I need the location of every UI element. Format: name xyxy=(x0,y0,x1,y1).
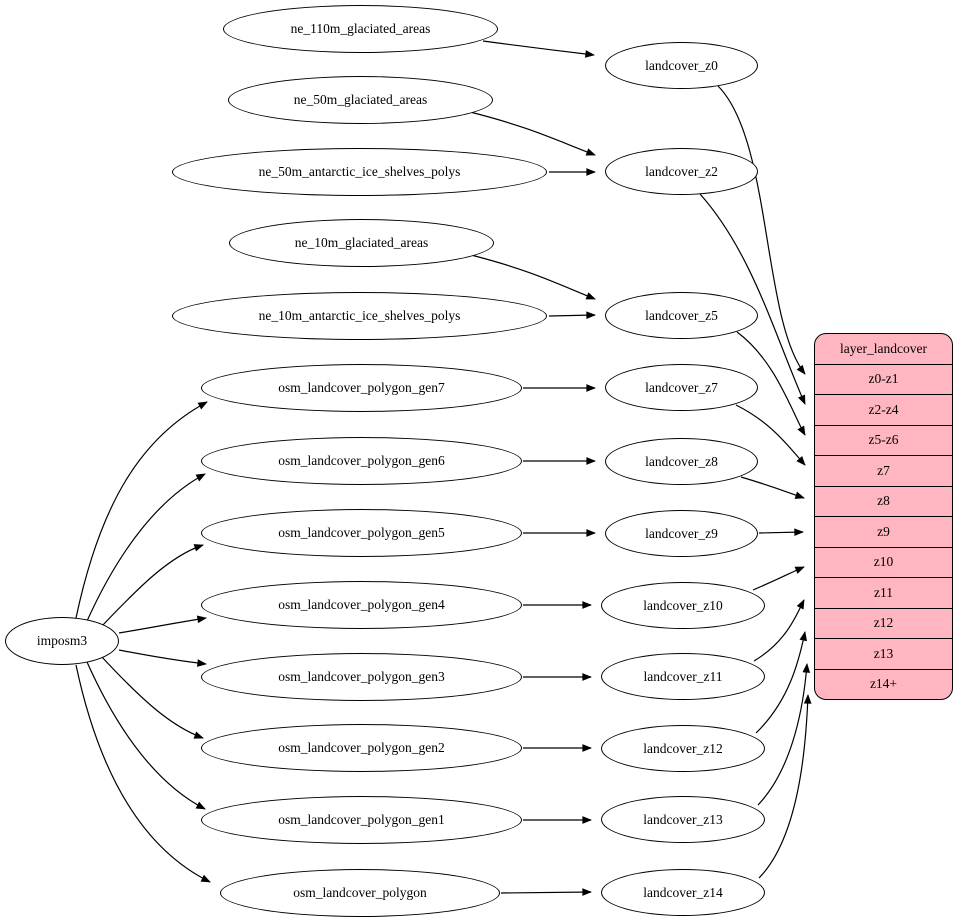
edge-z9-to-row-z9 xyxy=(758,528,804,537)
record-row-z5-z6: z5-z6 xyxy=(815,424,952,456)
edge-ne50m-glac-to-z2 xyxy=(469,111,596,156)
record-row-z9: z9 xyxy=(815,516,952,547)
record-row-z12: z12 xyxy=(815,607,952,639)
node-ne-10m-antarctic-ice-shelves-polys: ne_10m_antarctic_ice_shelves_polys xyxy=(172,292,547,340)
node-ne-10m-glaciated-areas: ne_10m_glaciated_areas xyxy=(229,219,494,267)
edge-z7-to-row-z7 xyxy=(735,404,806,466)
edge-imposm3-to-gen4 xyxy=(118,615,207,634)
node-landcover-z12: landcover_z12 xyxy=(601,725,765,772)
record-row-z10: z10 xyxy=(815,546,952,578)
node-landcover-z2: landcover_z2 xyxy=(605,148,758,195)
node-landcover-z11: landcover_z11 xyxy=(601,653,765,700)
edge-z8-to-row-z8 xyxy=(740,476,805,499)
edge-z0-to-row-z0-z1 xyxy=(717,85,806,375)
edge-imposm3-to-gen5 xyxy=(100,544,204,628)
edge-z13-to-row-z13 xyxy=(757,663,811,806)
edge-ne10m-ant-to-z5 xyxy=(548,311,596,320)
record-row-z2-z4: z2-z4 xyxy=(815,394,952,425)
node-osm-landcover-polygon-gen1: osm_landcover_polygon_gen1 xyxy=(201,796,522,844)
edge-z2-to-row-z2-z4 xyxy=(699,193,806,405)
edge-imposm3-to-gen3 xyxy=(118,649,207,667)
record-title: layer_landcover xyxy=(840,340,927,356)
record-row-z14plus: z14+ xyxy=(815,668,952,700)
node-landcover-z14: landcover_z14 xyxy=(601,869,765,916)
edge-polygon-to-z14 xyxy=(500,888,592,896)
edge-z10-to-row-z10 xyxy=(752,566,805,591)
node-osm-landcover-polygon-gen4: osm_landcover_polygon_gen4 xyxy=(201,581,522,629)
record-row-z0-z1: z0-z1 xyxy=(815,363,952,395)
record-row-z7: z7 xyxy=(815,455,952,486)
edge-z11-to-row-z11 xyxy=(753,599,805,662)
node-osm-landcover-polygon-gen5: osm_landcover_polygon_gen5 xyxy=(201,509,522,557)
record-row-z8: z8 xyxy=(815,485,952,517)
node-landcover-z9: landcover_z9 xyxy=(605,510,758,557)
node-ne-50m-antarctic-ice-shelves-polys: ne_50m_antarctic_ice_shelves_polys xyxy=(172,148,547,196)
node-ne-110m-glaciated-areas: ne_110m_glaciated_areas xyxy=(223,5,498,53)
record-row-z11: z11 xyxy=(815,577,952,608)
edge-z5-to-row-z5-z6 xyxy=(736,331,806,436)
node-landcover-z5: landcover_z5 xyxy=(605,292,758,339)
node-landcover-z7: landcover_z7 xyxy=(605,364,758,411)
node-layer-landcover: layer_landcover z0-z1 z2-z4 z5-z6 z7 z8 … xyxy=(814,333,953,700)
edge-ne110m-to-z0 xyxy=(482,40,595,58)
edge-ne10m-glac-to-z5 xyxy=(470,254,596,300)
edge-imposm3-to-gen6 xyxy=(86,473,206,622)
node-osm-landcover-polygon-gen3: osm_landcover_polygon_gen3 xyxy=(201,653,522,701)
edge-imposm3-to-polygon xyxy=(75,664,211,883)
node-landcover-z0: landcover_z0 xyxy=(605,42,758,89)
edge-imposm3-to-gen7 xyxy=(75,401,208,619)
edge-imposm3-to-gen2 xyxy=(100,655,204,739)
node-landcover-z8: landcover_z8 xyxy=(605,438,758,485)
node-landcover-z13: landcover_z13 xyxy=(601,796,765,843)
edge-z14-to-row-z14plus xyxy=(758,694,812,879)
record-row-z13: z13 xyxy=(815,638,952,669)
node-osm-landcover-polygon-gen6: osm_landcover_polygon_gen6 xyxy=(201,437,522,485)
node-osm-landcover-polygon-gen2: osm_landcover_polygon_gen2 xyxy=(201,724,522,772)
node-landcover-z10: landcover_z10 xyxy=(601,582,765,629)
node-osm-landcover-polygon-gen7: osm_landcover_polygon_gen7 xyxy=(201,364,522,412)
node-imposm3: imposm3 xyxy=(5,617,119,665)
node-ne-50m-glaciated-areas: ne_50m_glaciated_areas xyxy=(228,76,493,124)
node-osm-landcover-polygon: osm_landcover_polygon xyxy=(220,869,500,917)
edge-imposm3-to-gen1 xyxy=(86,661,206,810)
edge-z12-to-row-z12 xyxy=(755,631,808,734)
